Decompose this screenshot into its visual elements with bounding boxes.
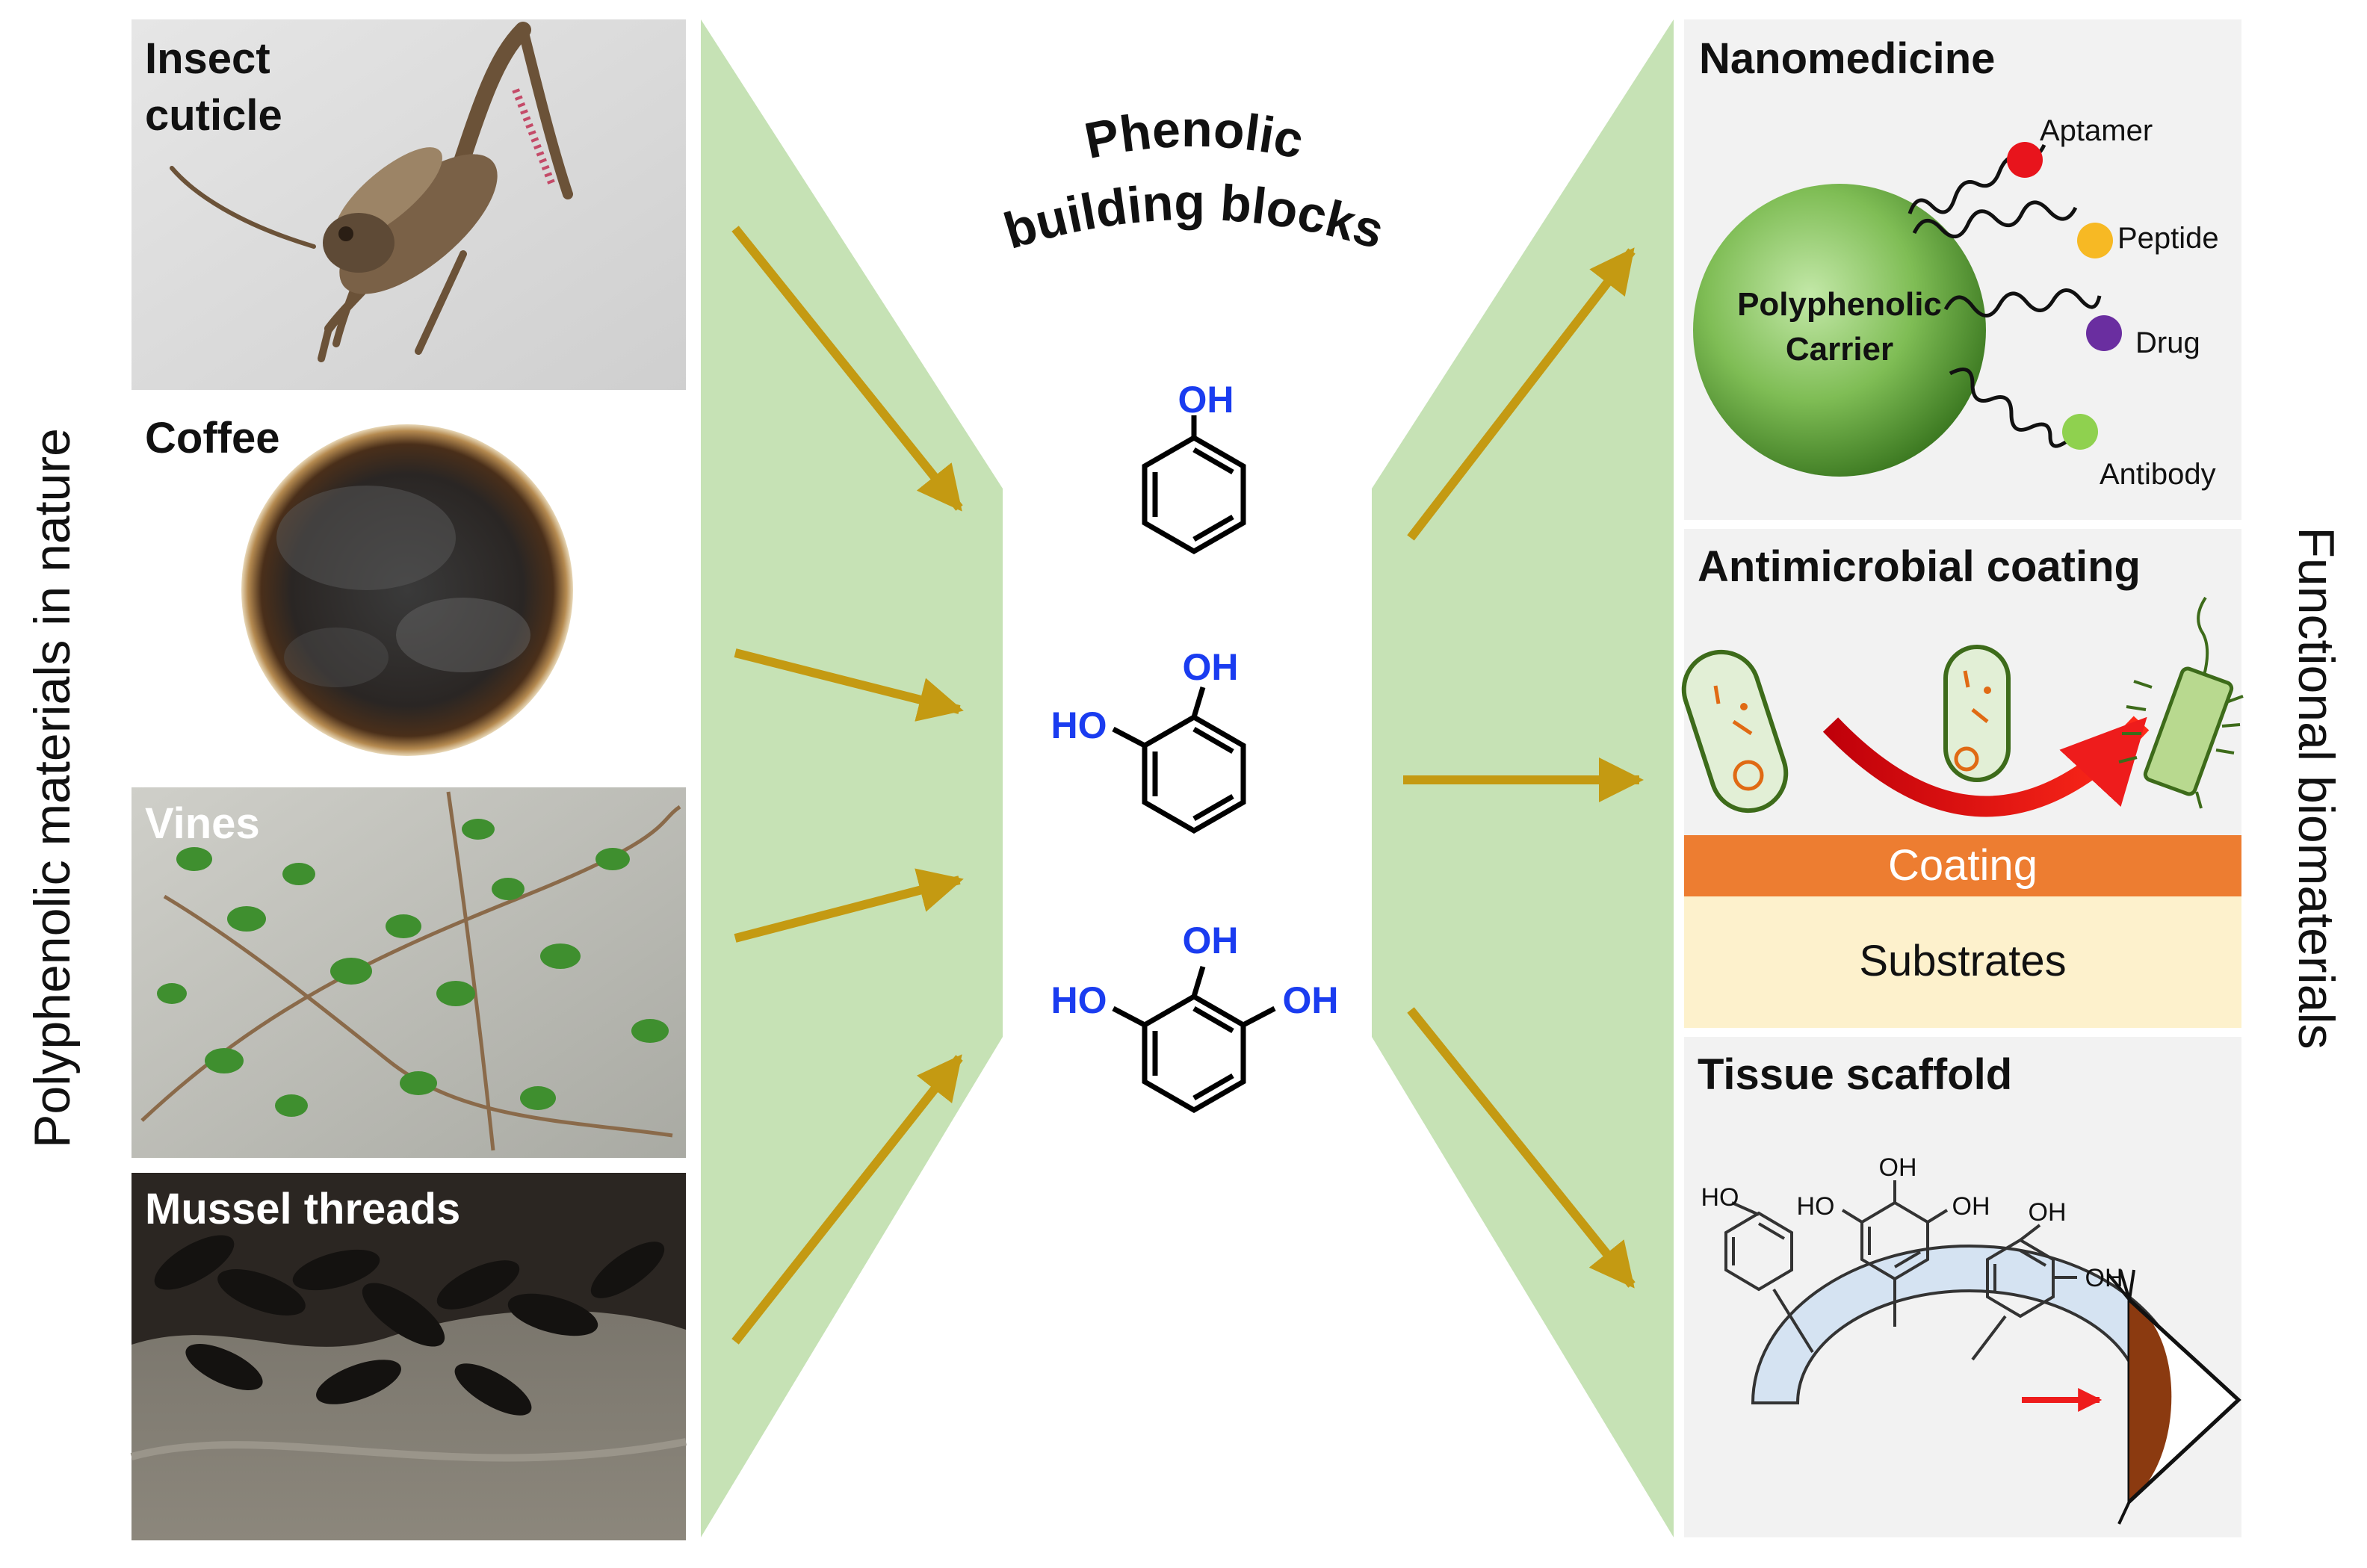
pyrogallol-oh-left: HO xyxy=(1051,979,1107,1021)
tissue-ho-left: HO xyxy=(1701,1183,1739,1212)
tissue-oh-right-side: OH xyxy=(2085,1264,2123,1292)
label-coffee: Coffee xyxy=(145,414,279,462)
label-cuticle: cuticle xyxy=(145,91,282,140)
drug-label: Drug xyxy=(2135,326,2200,359)
mussel-photo xyxy=(130,1173,687,1540)
vines-photo xyxy=(132,787,686,1158)
center-title-line1: Phenolic xyxy=(1080,101,1308,170)
pyrogallol-oh-right: OH xyxy=(1283,979,1339,1021)
catechol-structure xyxy=(1112,686,1246,834)
left-axis-label: Polyphenolic materials in nature xyxy=(24,428,81,1148)
tissue-eye-icon xyxy=(2107,1269,2241,1525)
bacterium-3 xyxy=(2118,596,2244,809)
tissue-oh-center-right: OH xyxy=(1952,1192,1990,1221)
arrow-nanomedicine xyxy=(1407,247,1636,541)
scaffold-ring-center xyxy=(1841,1180,1949,1327)
tissue-oh-right-top: OH xyxy=(2029,1198,2067,1227)
left-funnel xyxy=(701,19,1003,1537)
catechol-oh-top: OH xyxy=(1183,646,1239,688)
substrate-label: Substrates xyxy=(1859,937,2066,985)
antibody-label: Antibody xyxy=(2100,458,2216,491)
coffee-photo xyxy=(132,402,686,768)
arrow-tissue xyxy=(1407,1007,1636,1289)
peptide-dot xyxy=(2077,223,2113,258)
phenol-structure xyxy=(1142,415,1246,555)
coating-label: Coating xyxy=(1888,841,2038,890)
carrier-label-2: Carrier xyxy=(1786,331,1893,368)
aptamer-label: Aptamer xyxy=(2040,114,2153,147)
antibody-dot xyxy=(2062,414,2098,450)
right-axis-label: Functional biomaterials xyxy=(2288,527,2345,1050)
substrate-layer xyxy=(1684,896,2241,1028)
phenol-oh: OH xyxy=(1178,379,1234,421)
linker-drug xyxy=(1943,288,2102,317)
peptide-label: Peptide xyxy=(2117,222,2219,255)
aptamer-dot xyxy=(2007,142,2043,178)
antimicrobial-title: Antimicrobial coating xyxy=(1698,542,2141,591)
scaffold-ring-right xyxy=(1971,1224,2077,1361)
kill-arc xyxy=(1822,716,2150,817)
label-insect: Insect xyxy=(145,34,270,83)
arrow-coffee xyxy=(734,648,964,722)
linker-antibody xyxy=(1949,367,2071,448)
bacterium-1 xyxy=(1681,649,1789,814)
label-mussel: Mussel threads xyxy=(145,1185,460,1233)
tissue-oh-center-top: OH xyxy=(1879,1153,1917,1182)
scaffold-ring-left xyxy=(1724,1201,1814,1354)
tissue-title: Tissue scaffold xyxy=(1698,1050,2012,1099)
center-title-line2: building blocks xyxy=(997,174,1390,260)
arrow-vines xyxy=(734,868,964,943)
drug-dot xyxy=(2086,315,2122,351)
nanomedicine-title: Nanomedicine xyxy=(1699,34,1995,83)
label-vines: Vines xyxy=(145,799,260,848)
arrow-insect xyxy=(731,226,963,512)
linker-peptide xyxy=(1912,200,2078,238)
bacterium-2 xyxy=(1943,645,2011,782)
insect-photo xyxy=(132,19,686,390)
polyphenolic-carrier xyxy=(1693,184,1986,477)
catechol-oh-left: HO xyxy=(1051,704,1107,746)
carrier-label-1: Polyphenolic xyxy=(1737,286,1942,323)
pyrogallol-structure xyxy=(1112,965,1276,1114)
pyrogallol-oh-top: OH xyxy=(1183,920,1239,961)
tissue-ho-center-left: HO xyxy=(1797,1192,1835,1221)
arrow-mussel xyxy=(731,1054,963,1345)
coating-layer xyxy=(1684,835,2241,896)
